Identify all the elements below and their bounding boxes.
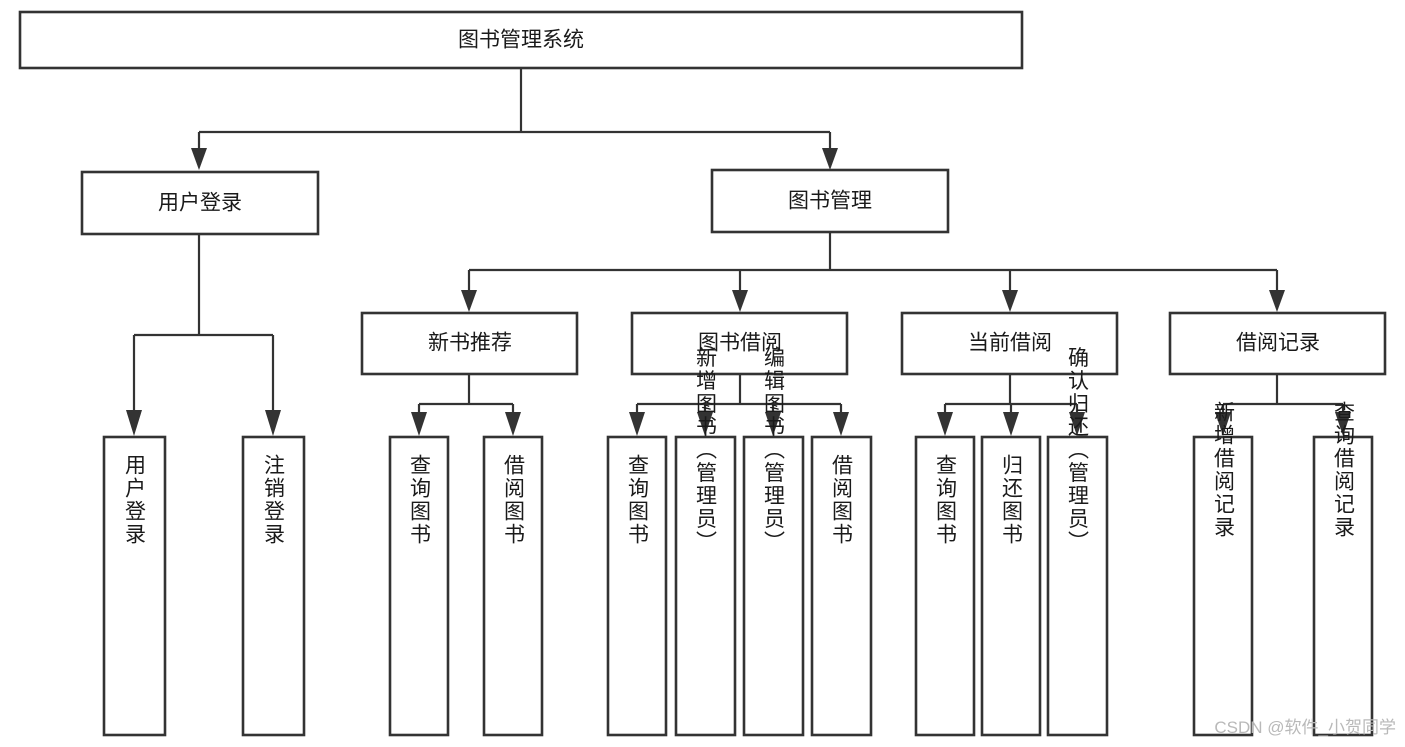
arrow-to-leaf-borrow-book-2 (833, 412, 849, 436)
arrow-to-user-login (191, 148, 207, 170)
node-leaf-query-record-label: 查询借阅记录 (1332, 401, 1356, 539)
node-borrow-record[interactable]: 借阅记录 (1168, 311, 1387, 376)
arrow-to-leaf-return-book (1003, 412, 1019, 436)
node-leaf-query-record-box[interactable] (1312, 435, 1374, 737)
arrow-to-leaf-logout (265, 410, 281, 436)
node-root-label: 图书管理系统 (458, 29, 584, 52)
node-root[interactable]: 图书管理系统 (18, 10, 1024, 70)
arrow-to-leaf-borrow-book-1 (505, 412, 521, 436)
node-leaf-borrow-book-2[interactable]: 借阅图书 (810, 435, 873, 737)
node-leaf-confirm-return-admin-label: 确认归还（管理员） (1066, 347, 1090, 554)
node-leaf-query-book-1-box[interactable] (388, 435, 450, 737)
arrow-to-book-borrow (732, 290, 748, 312)
node-leaf-borrow-book-1-box[interactable] (482, 435, 544, 737)
node-book-manage[interactable]: 图书管理 (710, 168, 950, 234)
arrow-to-leaf-confirm-return (1069, 412, 1085, 436)
node-leaf-user-login[interactable]: 用户登录 (102, 435, 167, 737)
node-leaf-add-record-label: 新增借阅记录 (1212, 401, 1236, 539)
node-book-manage-box[interactable] (710, 168, 950, 234)
node-user-login[interactable]: 用户登录 (80, 170, 320, 236)
node-book-borrow[interactable]: 图书借阅 (630, 311, 849, 376)
node-leaf-query-book-2[interactable]: 查询图书 (606, 435, 668, 737)
node-book-borrow-label: 图书借阅 (698, 332, 782, 355)
node-leaf-edit-book-admin-label: 编辑图书（管理员） (762, 347, 786, 554)
arrow-to-current-borrow (1002, 290, 1018, 312)
arrow-to-new-book-rec (461, 290, 477, 312)
node-leaf-query-record[interactable]: 查询借阅记录 (1312, 401, 1374, 737)
node-current-borrow[interactable]: 当前借阅 (900, 311, 1119, 376)
node-leaf-user-login-box[interactable] (102, 435, 167, 737)
node-leaf-add-record-box[interactable] (1192, 435, 1254, 737)
node-book-manage-label: 图书管理 (788, 190, 872, 213)
node-leaf-query-book-1-label: 查询图书 (408, 454, 432, 546)
node-new-book-rec-label: 新书推荐 (428, 332, 512, 355)
edges-layer (126, 68, 1351, 436)
node-root-box[interactable] (18, 10, 1024, 70)
node-borrow-record-label: 借阅记录 (1236, 332, 1320, 355)
node-leaf-query-book-3-label: 查询图书 (934, 454, 958, 546)
arrow-to-leaf-query-book-1 (411, 412, 427, 436)
node-new-book-rec-box[interactable] (360, 311, 579, 376)
node-leaf-query-book-1[interactable]: 查询图书 (388, 435, 450, 737)
node-leaf-logout-label: 注销登录 (262, 454, 286, 546)
node-leaf-return-book-label: 归还图书 (1000, 454, 1024, 546)
arrow-to-book-manage (822, 148, 838, 170)
arrow-to-borrow-record (1269, 290, 1285, 312)
node-leaf-confirm-return-admin-box[interactable] (1046, 435, 1109, 737)
node-leaf-query-book-2-box[interactable] (606, 435, 668, 737)
node-new-book-rec[interactable]: 新书推荐 (360, 311, 579, 376)
node-leaf-edit-book-admin[interactable]: 编辑图书（管理员） (742, 347, 805, 737)
csdn-watermark: CSDN @软件_小贺同学 (1214, 718, 1396, 737)
node-leaf-query-book-3[interactable]: 查询图书 (914, 435, 976, 737)
node-leaf-edit-book-admin-box[interactable] (742, 435, 805, 737)
node-current-borrow-label: 当前借阅 (968, 332, 1052, 355)
node-user-login-box[interactable] (80, 170, 320, 236)
node-leaf-return-book[interactable]: 归还图书 (980, 435, 1042, 737)
node-borrow-record-box[interactable] (1168, 311, 1387, 376)
node-book-borrow-box[interactable] (630, 311, 849, 376)
node-leaf-borrow-book-2-box[interactable] (810, 435, 873, 737)
node-leaf-return-book-box[interactable] (980, 435, 1042, 737)
node-leaf-user-login-label: 用户登录 (123, 454, 147, 546)
node-user-login-label: 用户登录 (158, 192, 242, 215)
arrow-to-leaf-query-record (1335, 412, 1351, 436)
arrow-to-leaf-add-record (1215, 412, 1231, 436)
arrow-to-leaf-edit-book (765, 412, 781, 436)
arrow-to-leaf-query-book-2 (629, 412, 645, 436)
arrow-to-leaf-query-book-3 (937, 412, 953, 436)
node-leaf-query-book-2-label: 查询图书 (626, 454, 650, 546)
node-leaf-logout-box[interactable] (241, 435, 306, 737)
node-leaf-confirm-return-admin[interactable]: 确认归还（管理员） (1046, 347, 1109, 737)
arrow-to-leaf-add-book (697, 412, 713, 436)
nodes-layer: 图书管理系统 用户登录 图书管理 新书推荐 图书借阅 (18, 10, 1387, 737)
arrow-to-leaf-user-login (126, 410, 142, 436)
node-leaf-add-book-admin-label: 新增图书（管理员） (694, 347, 718, 554)
node-leaf-query-book-3-box[interactable] (914, 435, 976, 737)
node-current-borrow-box[interactable] (900, 311, 1119, 376)
node-leaf-borrow-book-2-label: 借阅图书 (830, 454, 854, 546)
node-leaf-add-record[interactable]: 新增借阅记录 (1192, 401, 1254, 737)
node-leaf-borrow-book-1[interactable]: 借阅图书 (482, 435, 544, 737)
node-leaf-add-book-admin-box[interactable] (674, 435, 737, 737)
node-leaf-logout[interactable]: 注销登录 (241, 435, 306, 737)
node-leaf-add-book-admin[interactable]: 新增图书（管理员） (674, 347, 737, 737)
node-leaf-borrow-book-1-label: 借阅图书 (502, 454, 526, 546)
